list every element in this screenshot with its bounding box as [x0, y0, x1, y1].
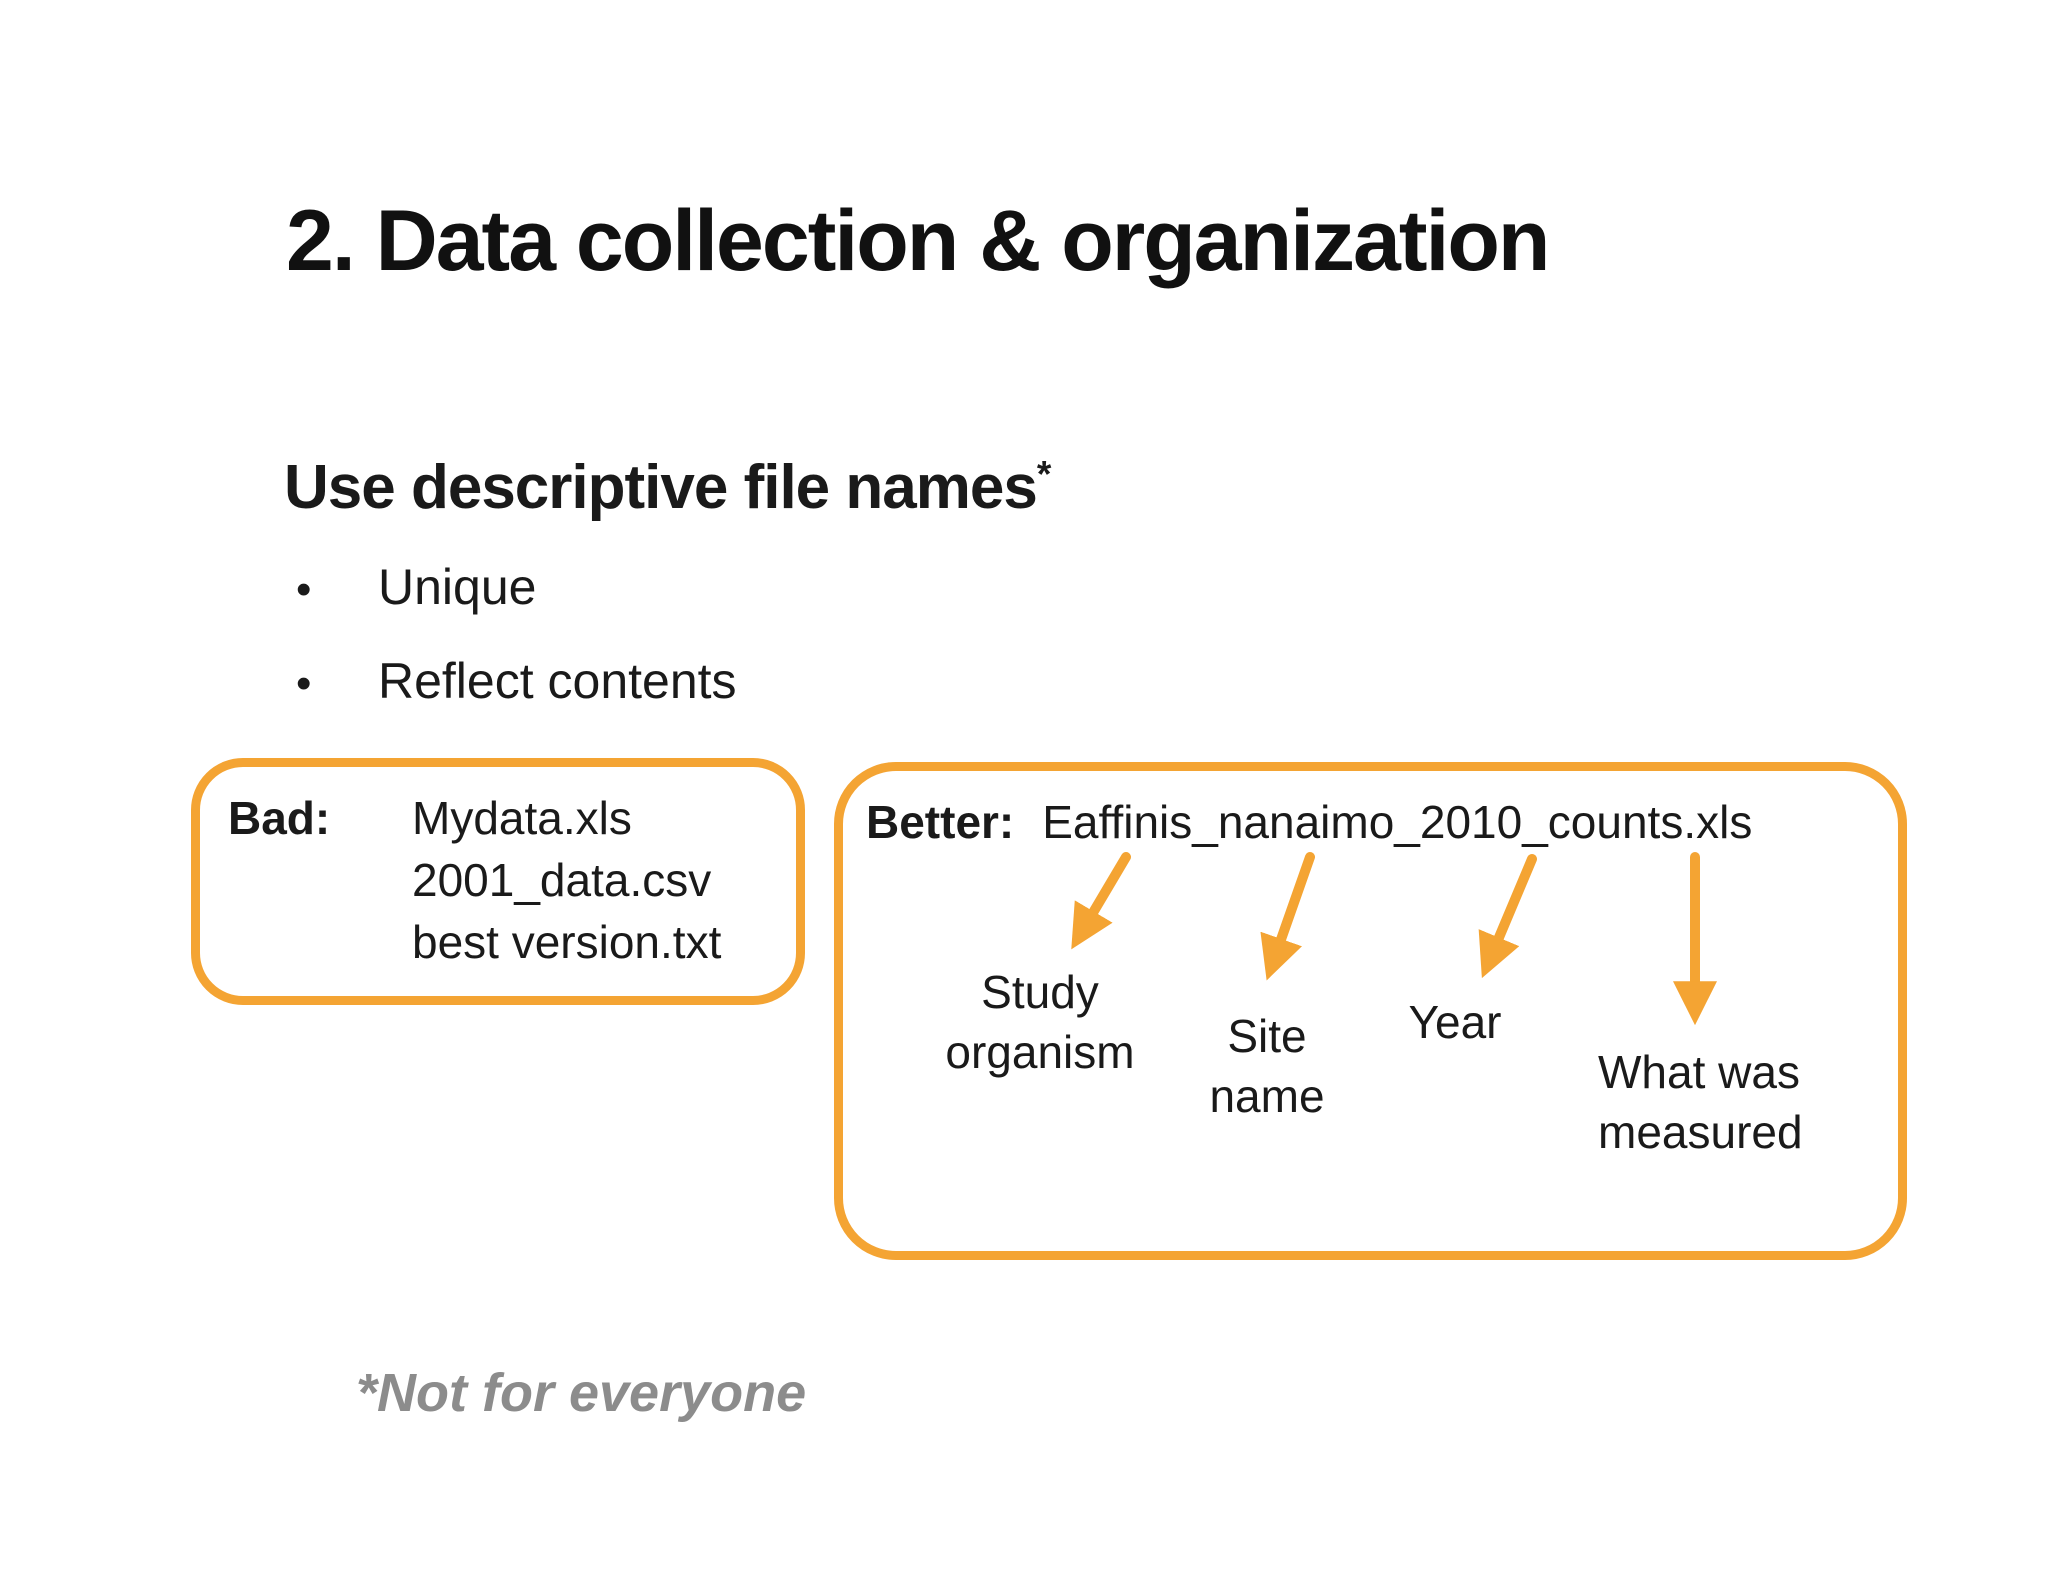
bullet-item-reflect-contents: • Reflect contents — [296, 634, 737, 728]
bad-file-2: 2001_data.csv — [412, 854, 712, 906]
section-heading: Use descriptive file names* — [284, 452, 1052, 523]
annotation-year: Year — [1408, 996, 1502, 1048]
better-label: Better: — [866, 796, 1015, 848]
better-example-box: Better: Eaffinis_nanaimo_2010_counts.xls — [834, 762, 1907, 1260]
footnote: *Not for everyone — [356, 1363, 807, 1423]
bullet-dot-icon: • — [296, 565, 312, 614]
bad-file-1: Mydata.xls — [412, 792, 632, 844]
bullet-dot-icon: • — [296, 659, 312, 708]
annotation-what-was-measured: What was measured — [1598, 1046, 1803, 1158]
bullet-item-unique: • Unique — [296, 540, 737, 634]
section-heading-text: Use descriptive file names — [284, 453, 1038, 522]
bullet-item-label: Reflect contents — [378, 653, 737, 709]
bullet-item-label: Unique — [378, 559, 537, 615]
footnote-marker: * — [1036, 452, 1052, 495]
bad-label: Bad: — [228, 792, 331, 844]
bullet-list: • Unique • Reflect contents — [296, 540, 737, 728]
slide-title: 2. Data collection & organization — [286, 193, 1550, 289]
better-filename: Eaffinis_nanaimo_2010_counts.xls — [1042, 796, 1753, 848]
bad-file-3: best version.txt — [412, 916, 722, 968]
bad-examples-box: Bad: Mydata.xls 2001_data.csv best versi… — [191, 758, 805, 1005]
annotation-site-name: Site name — [1209, 1010, 1325, 1122]
annotation-study-organism: Study organism — [945, 966, 1135, 1078]
bad-file-list: Mydata.xls 2001_data.csv best version.tx… — [412, 787, 721, 973]
